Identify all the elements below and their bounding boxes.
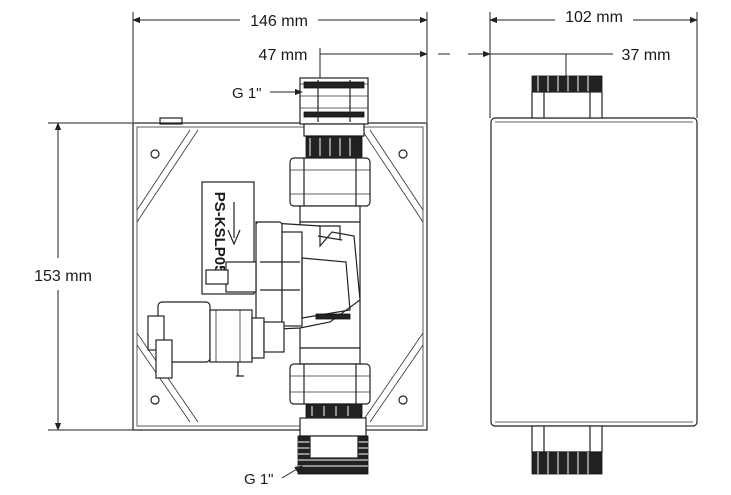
- valve-marking: PS-KSLP05B: [211, 192, 228, 285]
- dimension-37mm: 37 mm: [468, 47, 670, 76]
- mounting-hole: [398, 149, 408, 159]
- mounting-hole: [398, 395, 408, 405]
- bottom-thread-fitting: [297, 417, 369, 475]
- dimension-153mm-label: 153 mm: [34, 268, 92, 285]
- svg-text:G 1": G 1": [244, 471, 274, 488]
- corner-braces: [136, 129, 424, 423]
- top-union-nut: [289, 157, 371, 223]
- mounting-hole: [150, 149, 160, 159]
- front-box: [132, 122, 428, 431]
- dimension-153mm: 153 mm: [34, 122, 135, 431]
- svg-text:G 1": G 1": [232, 85, 262, 102]
- dimension-102mm-label: 102 mm: [565, 9, 623, 26]
- front-view: PS-KSLP05B: [132, 77, 428, 488]
- dimension-146mm: 146 mm: [132, 12, 428, 122]
- dimension-146mm-label: 146 mm: [250, 13, 308, 30]
- dimension-37mm-label: 37 mm: [622, 47, 671, 64]
- side-bottom-fitting: [531, 425, 603, 475]
- dimension-102mm: 102 mm: [489, 9, 698, 118]
- solenoid-valve: PS-KSLP05B: [201, 181, 361, 331]
- coil-connector: [147, 301, 285, 379]
- side-box: [490, 117, 698, 427]
- mounting-hole: [150, 395, 160, 405]
- thread-label-top: G 1": [232, 85, 303, 102]
- top-thread-fitting: [299, 77, 369, 159]
- flow-arrow-icon: [227, 202, 241, 246]
- dimension-47mm-label: 47 mm: [259, 47, 308, 64]
- side-top-fitting: [531, 75, 603, 119]
- thread-label-bottom: G 1": [244, 465, 303, 488]
- dimension-47mm: 47 mm: [259, 47, 450, 78]
- side-view: [490, 75, 698, 475]
- bottom-union-nut: [289, 347, 371, 419]
